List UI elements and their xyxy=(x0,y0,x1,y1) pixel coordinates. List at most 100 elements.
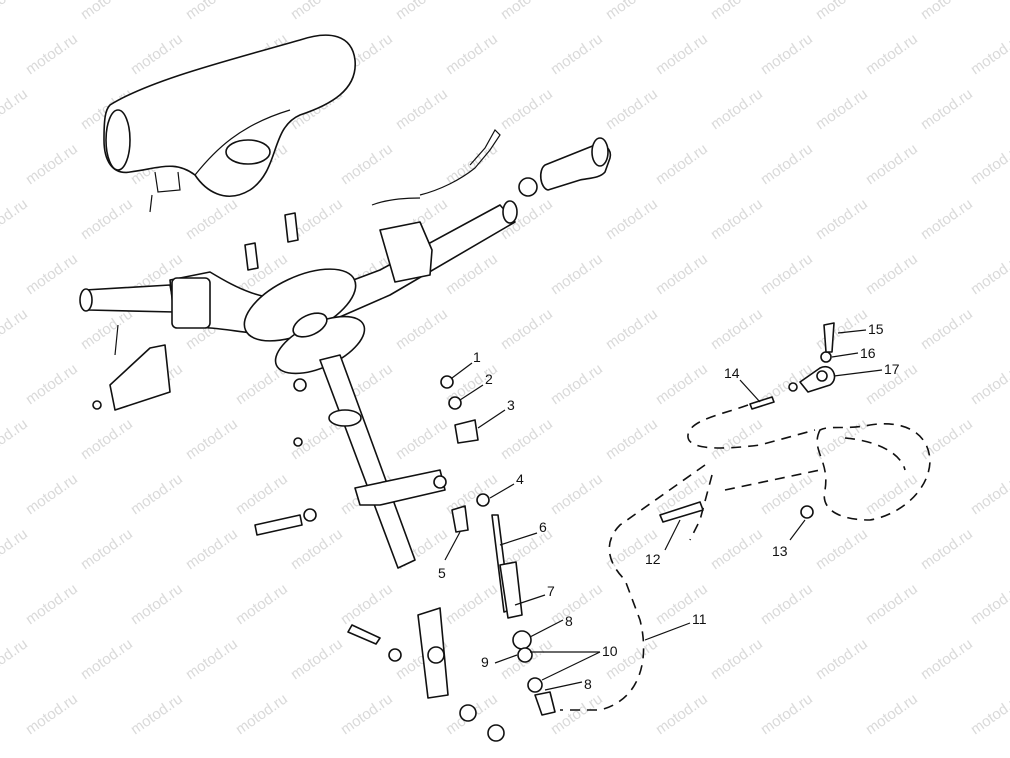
watermark-text: motod.ru xyxy=(863,140,921,188)
leader-lines xyxy=(444,329,883,691)
watermark-text: motod.ru xyxy=(233,580,291,628)
callout-3: 3 xyxy=(507,397,515,413)
watermark-text: motod.ru xyxy=(758,140,816,188)
watermark-text: motod.ru xyxy=(23,140,81,188)
watermark-text: motod.ru xyxy=(0,305,31,353)
watermark-text: motod.ru xyxy=(708,305,766,353)
callout-10: 10 xyxy=(602,643,618,659)
watermark-text: motod.ru xyxy=(183,525,241,573)
watermark-text: motod.ru xyxy=(918,195,976,243)
watermark-text: motod.ru xyxy=(708,0,766,23)
watermark-text: motod.ru xyxy=(548,690,606,738)
watermark-text: motod.ru xyxy=(338,140,396,188)
watermark-text: motod.ru xyxy=(918,85,976,133)
watermark-text: motod.ru xyxy=(758,30,816,78)
watermark-text: motod.ru xyxy=(183,415,241,463)
watermark-text: motod.ru xyxy=(288,635,346,683)
callout-15: 15 xyxy=(868,321,884,337)
callout-1: 1 xyxy=(473,349,481,365)
watermark-text: motod.ru xyxy=(0,525,31,573)
watermark-text: motod.ru xyxy=(653,690,711,738)
watermark-text: motod.ru xyxy=(23,580,81,628)
watermark-text: motod.ru xyxy=(708,85,766,133)
watermark-text: motod.ru xyxy=(498,0,556,23)
watermark-text: motod.ru xyxy=(78,635,136,683)
watermark-text: motod.ru xyxy=(0,195,31,243)
watermark-text: motod.ru xyxy=(498,305,556,353)
watermark-text: motod.ru xyxy=(863,470,921,518)
callout-9: 9 xyxy=(481,654,489,670)
callout-5: 5 xyxy=(438,565,446,581)
callout-14: 14 xyxy=(724,365,740,381)
watermark-text: motod.ru xyxy=(0,85,31,133)
watermark-text: motod.ru xyxy=(183,635,241,683)
callout-labels: 1 2 3 4 5 6 7 8 9 10 11 12 13 14 15 16 1… xyxy=(438,321,900,692)
watermark-text: motod.ru xyxy=(653,30,711,78)
watermark-text: motod.ru xyxy=(968,250,1010,298)
watermark-text: motod.ru xyxy=(393,415,451,463)
watermark-text: motod.ru xyxy=(393,85,451,133)
callout-11: 11 xyxy=(692,611,707,627)
watermark-text: motod.ru xyxy=(708,635,766,683)
watermark-text: motod.ru xyxy=(443,580,501,628)
watermark-text: motod.ru xyxy=(758,250,816,298)
watermark-text: motod.ru xyxy=(918,305,976,353)
watermark-text: motod.ru xyxy=(813,85,871,133)
watermark-text: motod.ru xyxy=(78,525,136,573)
watermark-text: motod.ru xyxy=(968,30,1010,78)
watermark-text: motod.ru xyxy=(968,580,1010,628)
watermark-text: motod.ru xyxy=(653,140,711,188)
watermark-text: motod.ru xyxy=(548,580,606,628)
watermark-text: motod.ru xyxy=(863,690,921,738)
callout-7: 7 xyxy=(547,583,555,599)
watermark-text: motod.ru xyxy=(498,415,556,463)
watermark-text: motod.ru xyxy=(813,0,871,23)
watermark-text: motod.ru xyxy=(78,415,136,463)
watermark-text: motod.ru xyxy=(23,30,81,78)
watermark-text: motod.ru xyxy=(183,195,241,243)
watermark-text: motod.ru xyxy=(23,250,81,298)
watermark-text: motod.ru xyxy=(128,470,186,518)
watermark-text: motod.ru xyxy=(393,0,451,23)
watermark-text: motod.ru xyxy=(0,415,31,463)
watermark-text: motod.ru xyxy=(653,360,711,408)
watermark-text: motod.ru xyxy=(813,195,871,243)
watermark-text: motod.ru xyxy=(708,525,766,573)
callout-8b: 8 xyxy=(584,676,592,692)
watermark-text: motod.ru xyxy=(338,580,396,628)
watermark-text: motod.ru xyxy=(128,580,186,628)
watermark-text: motod.ru xyxy=(78,305,136,353)
callout-13: 13 xyxy=(772,543,788,559)
watermark-text: motod.ru xyxy=(653,250,711,298)
watermark-text: motod.ru xyxy=(233,690,291,738)
watermark-text: motod.ru xyxy=(128,690,186,738)
watermark-text: motod.ru xyxy=(23,690,81,738)
watermark-text: motod.ru xyxy=(393,305,451,353)
watermark-text: motod.ru xyxy=(968,140,1010,188)
watermark-text: motod.ru xyxy=(708,195,766,243)
watermark-text: motod.ru xyxy=(548,470,606,518)
watermark-text: motod.ru xyxy=(443,470,501,518)
watermark-text: motod.ru xyxy=(918,0,976,23)
watermark-text: motod.ru xyxy=(548,250,606,298)
watermark-text: motod.ru xyxy=(863,580,921,628)
watermark-text: motod.ru xyxy=(548,30,606,78)
callout-6: 6 xyxy=(539,519,547,535)
watermark-text: motod.ru xyxy=(233,470,291,518)
watermark-text: motod.ru xyxy=(603,305,661,353)
watermark-text: motod.ru xyxy=(813,525,871,573)
watermark-text: motod.ru xyxy=(758,690,816,738)
callout-4: 4 xyxy=(516,471,524,487)
hardware xyxy=(92,212,556,742)
watermark-text: motod.ru xyxy=(443,30,501,78)
watermark-text: motod.ru xyxy=(0,635,31,683)
watermark-text: motod.ru xyxy=(918,415,976,463)
watermark-text: motod.ru xyxy=(968,690,1010,738)
watermark-text: motod.ru xyxy=(918,635,976,683)
callout-16: 16 xyxy=(860,345,876,361)
watermark-text: motod.ru xyxy=(288,0,346,23)
watermark-text: motod.ru xyxy=(813,415,871,463)
watermark-text: motod.ru xyxy=(863,250,921,298)
watermark-text: motod.ru xyxy=(603,415,661,463)
